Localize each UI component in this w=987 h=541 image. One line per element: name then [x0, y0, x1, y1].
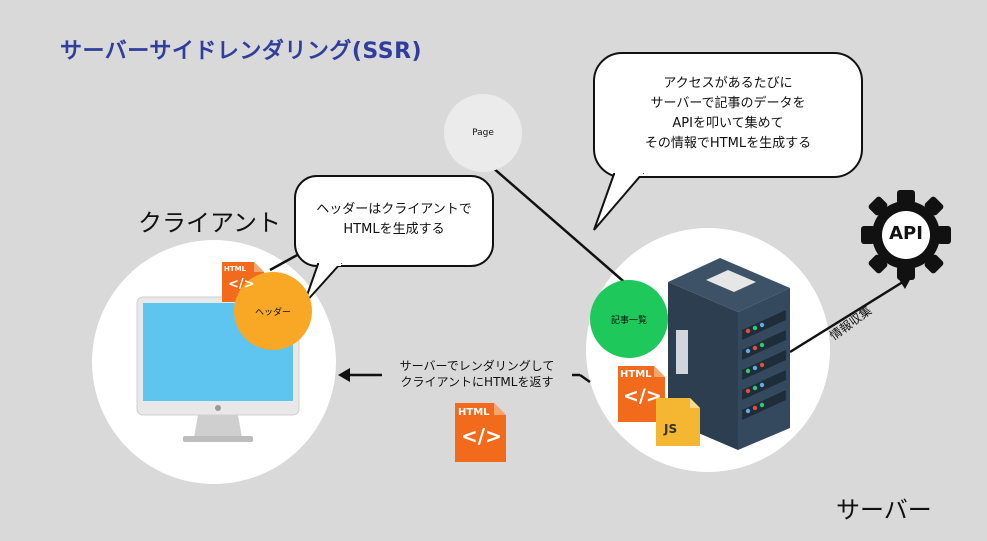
js-file-icon: [656, 398, 700, 446]
code-brackets-icon-server: </>: [623, 385, 662, 407]
diagram-title: サーバーサイドレンダリング(SSR): [60, 39, 423, 64]
server-bubble-line-2: サーバーで記事のデータを: [650, 96, 806, 111]
response-arrowhead: [338, 368, 350, 382]
server-bubble-line-3: APIを叩いて集めて: [672, 116, 784, 131]
code-brackets-icon-middle: </>: [461, 424, 502, 448]
server-bubble-line-4: その情報でHTMLを生成する: [644, 136, 812, 151]
speech-bubble-server: [593, 52, 863, 231]
html-file-icon-server: [618, 366, 665, 422]
code-brackets-icon-client: </>: [228, 277, 255, 292]
api-icon-label: API: [889, 223, 923, 244]
server-bubble-line-1: アクセスがあるたびに: [663, 76, 793, 91]
page-to-article-edge: [483, 159, 631, 288]
monitor-icon: [136, 296, 300, 442]
response-label-line-2: クライアントにHTMLを返す: [400, 375, 554, 389]
server-to-api-edge: [789, 278, 907, 354]
speech-bubble-client: [294, 175, 494, 305]
client-bubble-line-2: HTMLを生成する: [343, 222, 445, 237]
api-gear-icon: [861, 190, 951, 280]
client-bubble-text: ヘッダーはクライアントで HTMLを生成する: [298, 200, 490, 240]
article-list-node: 記事一覧: [590, 280, 668, 358]
html-icon-label-middle: HTML: [458, 407, 490, 418]
page-node: Page: [444, 94, 522, 172]
header-node: ヘッダー: [234, 272, 312, 350]
server-label: サーバー: [836, 496, 932, 524]
client-bubble-line-1: ヘッダーはクライアントで: [316, 202, 472, 217]
response-label-line-1: サーバーでレンダリングして: [399, 359, 555, 373]
server-bubble-text: アクセスがあるたびに サーバーで記事のデータを APIを叩いて集めて その情報で…: [598, 74, 858, 154]
article-node-label: 記事一覧: [610, 315, 647, 326]
header-node-label: ヘッダー: [254, 307, 291, 318]
html-icon-label-client: HTML: [224, 265, 247, 273]
client-label: クライアント: [138, 209, 282, 237]
html-file-icon-middle: [455, 403, 506, 462]
js-icon-label: JS: [664, 422, 678, 436]
page-node-label: Page: [472, 128, 494, 138]
html-icon-label-server: HTML: [620, 369, 652, 380]
response-edge-label: サーバーでレンダリングして クライアントにHTMLを返す: [382, 358, 572, 390]
